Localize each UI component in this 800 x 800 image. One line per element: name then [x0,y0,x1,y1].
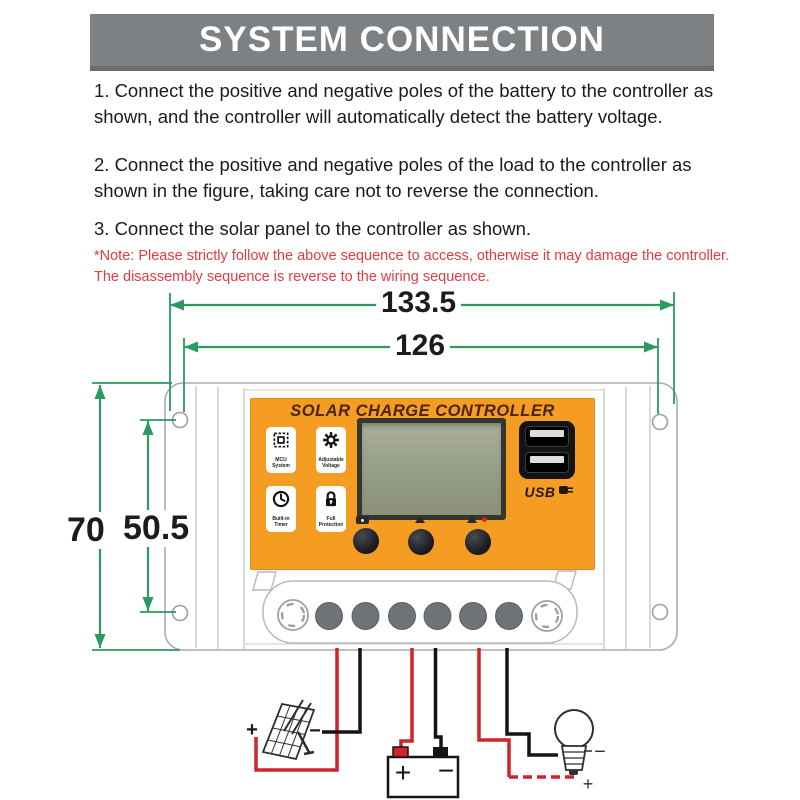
instruction-step-3: 3. Connect the solar panel to the contro… [94,218,532,239]
header-banner: SYSTEM CONNECTION [90,14,714,71]
usb-label-row: USB [519,483,579,501]
feature-label: MCU System [272,457,290,469]
usb-ports [519,421,575,479]
battery-positive-wire [399,648,414,752]
load-negative-wire [505,648,558,757]
dimension-label-outer-width: 133.5 [376,286,462,319]
feature-tile-protection: Full Protection [316,486,346,532]
feature-label: Full Protection [318,516,344,528]
mounting-hole-top-right [651,413,669,431]
usb-label: USB [524,484,556,500]
panel-glare-slashes [283,699,312,735]
mcu-chip-icon [271,430,291,455]
light-bulb [554,709,594,775]
solar-plus-mark: + [246,719,258,741]
indicator-dot-icon [482,517,487,522]
terminal-strip [262,580,578,644]
instruction-step-1: 1. Connect the positive and negative pol… [94,80,714,127]
feature-tile-adjustable-voltage: Adjustable Voltage [316,427,346,473]
wiring [254,648,578,779]
mounting-holes [171,411,669,622]
usb-tab [530,456,564,463]
mounting-hole-bottom-left [171,604,189,622]
solar-positive-wire [254,648,339,772]
solar-negative-wire [322,648,362,734]
down-button [465,529,491,555]
solar-panel [261,699,316,761]
lcd-screen [357,418,506,520]
usb-port-bottom [525,452,569,473]
warning-note-line1: *Note: Please strictly follow the above … [94,248,730,264]
dimension-label-hole-width: 126 [390,329,451,362]
load-minus-mark: − [594,741,606,763]
battery-minus-mark: − [438,755,454,786]
panel-stand [296,731,315,756]
screw-terminal-left [277,599,309,631]
screw-terminal-right [531,600,563,632]
bulb-bottom-contact [569,770,578,775]
warning-note-line2: The disassembly sequence is reverse to t… [94,269,490,285]
battery-plus-mark: + [395,757,411,788]
load-plus-mark: + [583,774,594,794]
battery-positive-terminal [392,746,409,758]
battery: + − [386,746,460,799]
page-title: SYSTEM CONNECTION [199,20,605,59]
load-positive-wire [477,648,511,777]
controller-face-panel: SOLAR CHARGE CONTROLLER MCU System Adjus… [250,398,595,570]
clip-tab-left [252,571,277,591]
mounting-hole-bottom-right [651,603,669,621]
controller-body-grooves [195,386,651,650]
feature-label: Built-in Timer [272,516,290,528]
gear-icon [321,430,341,455]
up-button [408,529,434,555]
warning-note: *Note: Please strictly follow the above … [94,246,784,288]
instruction-step-2: 2. Connect the positive and negative pol… [94,154,692,201]
menu-button [353,528,379,554]
padlock-icon [321,489,341,514]
load-positive-wire-dashed [509,772,578,779]
usb-port-top [525,426,569,447]
usb-tab [530,430,564,437]
usb-plug-icon [558,483,574,501]
clock-icon [271,489,291,514]
up-arrow-icon [415,515,425,523]
feature-tile-timer: Built-in Timer [266,486,296,532]
dimension-label-outer-height: 70 [62,511,110,550]
solar-minus-mark: − [309,720,321,742]
wire-terminals [315,602,523,630]
feature-label: Adjustable Voltage [318,457,344,469]
dimension-label-hole-height: 50.5 [118,509,195,548]
battery-negative-wire [433,648,443,748]
controller-title: SOLAR CHARGE CONTROLLER [290,402,555,420]
feature-tile-mcu: MCU System [266,427,296,473]
battery-negative-terminal [433,747,448,757]
down-arrow-icon [467,515,477,523]
menu-button-icon [356,516,369,524]
